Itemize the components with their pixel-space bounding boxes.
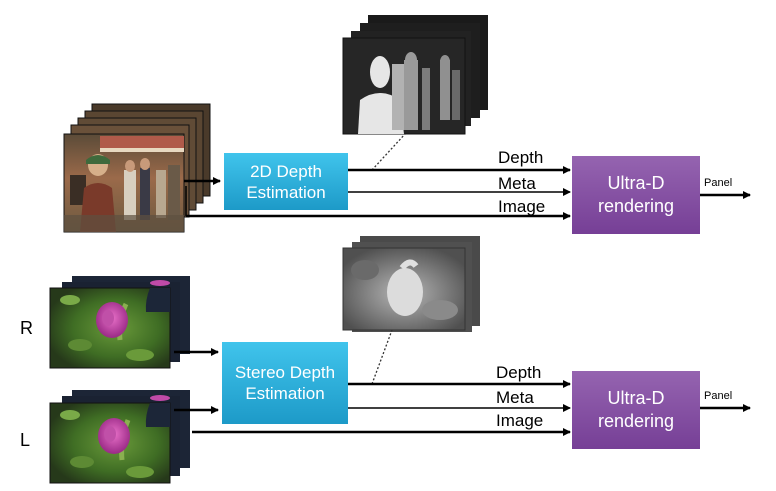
top-image-label: Image xyxy=(498,197,546,216)
bottom-depth-connector xyxy=(371,329,393,385)
bottom-meta-label: Meta xyxy=(496,388,534,407)
top-ultra-d-rendering-box: Ultra-D rendering xyxy=(572,156,700,234)
bottom-image-label: Image xyxy=(496,411,544,430)
stereo-depth-estimation-label: Stereo Depth Estimation xyxy=(234,363,336,403)
top-video-frame-stack xyxy=(63,103,211,233)
bottom-depth-map-stack xyxy=(342,236,480,332)
top-panel-label: Panel xyxy=(704,177,733,189)
left-view-frame-stack xyxy=(49,390,190,484)
top-meta-label: Meta xyxy=(498,174,536,193)
top-depth-estimation-box: 2D Depth Estimation xyxy=(224,153,348,210)
bottom-depth-label: Depth xyxy=(496,363,542,382)
right-view-label: R xyxy=(20,318,33,338)
top-depth-connector xyxy=(371,133,406,171)
top-depth-label: Depth xyxy=(498,148,544,167)
bottom-panel-label: Panel xyxy=(704,390,733,402)
bottom-ultra-d-rendering-box: Ultra-D rendering xyxy=(572,371,700,449)
top-depth-estimation-label: 2D Depth Estimation xyxy=(246,161,326,202)
top-rendering-label: Ultra-D rendering xyxy=(597,173,675,216)
bottom-rendering-label: Ultra-D rendering xyxy=(597,388,675,431)
right-view-frame-stack xyxy=(49,276,190,369)
stereo-depth-estimation-box: Stereo Depth Estimation xyxy=(222,342,348,424)
top-depth-map-stack xyxy=(342,15,488,135)
left-view-label: L xyxy=(20,430,31,450)
